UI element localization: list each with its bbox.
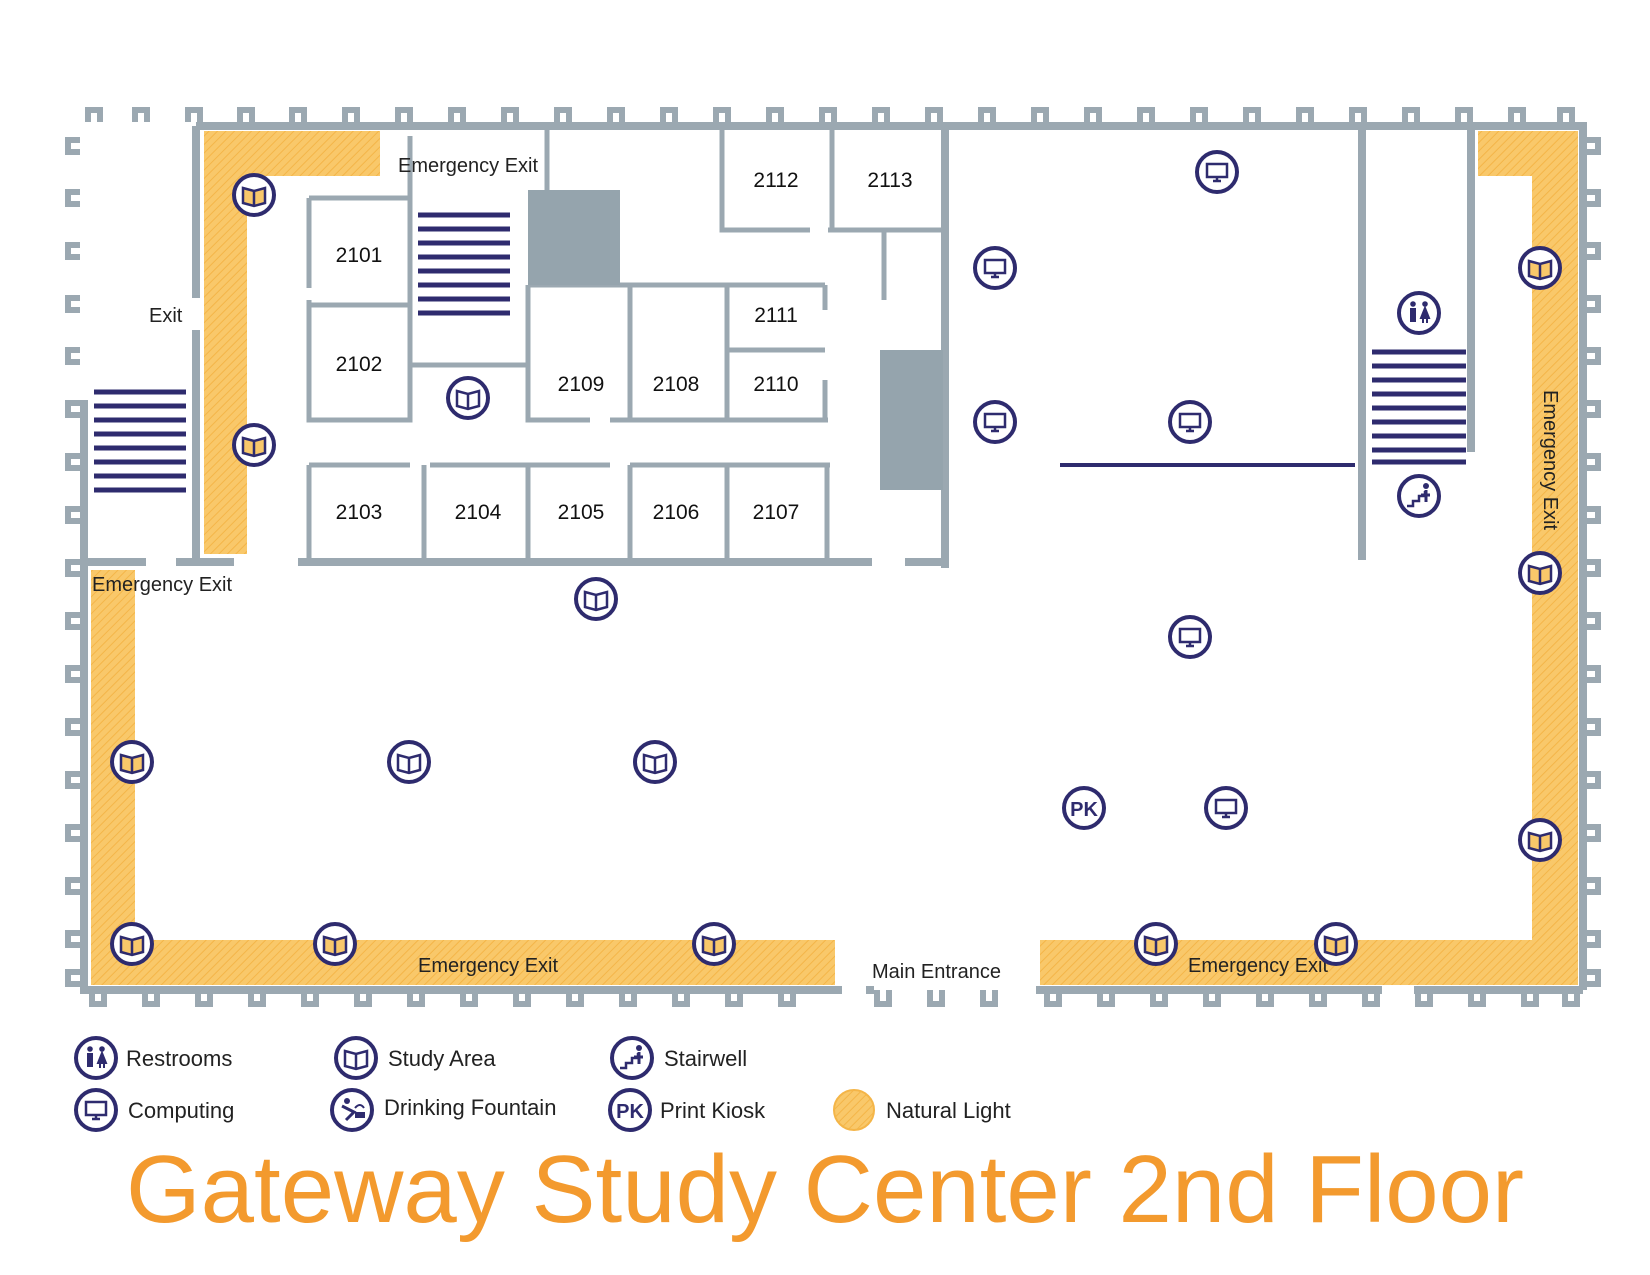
book-icon [313, 922, 357, 966]
page-title: Gateway Study Center 2nd Floor [125, 1136, 1525, 1243]
room-2113: 2113 [867, 169, 912, 192]
room-2104: 2104 [455, 501, 502, 524]
print-kiosk-icon: PK [1062, 786, 1106, 830]
natural-light-swatch [833, 1089, 875, 1131]
room-2111: 2111 [754, 304, 798, 327]
book-icon [1518, 246, 1562, 290]
service-block [880, 350, 943, 490]
computer-icon [973, 246, 1017, 290]
book-icon [110, 740, 154, 784]
room-2109: 2109 [558, 373, 605, 396]
book-icon [232, 173, 276, 217]
book-icon [1314, 922, 1358, 966]
computer-icon [1168, 615, 1212, 659]
print-kiosk-icon: PK [608, 1088, 652, 1132]
book-icon [692, 922, 736, 966]
legend-label: Stairwell [664, 1046, 747, 1071]
room-2112: 2112 [753, 169, 798, 192]
emergency-exit-label: Emergency Exit [398, 155, 538, 177]
natural-light-zones [91, 131, 1578, 985]
svg-text:PK: PK [1070, 799, 1098, 821]
room-2102: 2102 [336, 353, 383, 376]
drinking-fountain-icon [330, 1088, 374, 1132]
book-icon [387, 740, 431, 784]
legend-item-restrooms: Restrooms [74, 1036, 232, 1080]
exit-labels: Exit Emergency Exit Emergency Exit Emerg… [92, 155, 1561, 983]
emergency-exit-label: Emergency Exit [1539, 390, 1561, 530]
room-2103: 2103 [336, 501, 383, 524]
stairwell [94, 389, 186, 493]
natural-light-zone [1040, 131, 1578, 985]
computer-icon [973, 400, 1017, 444]
emergency-exit-label: Emergency Exit [1188, 955, 1328, 977]
outer-windows [65, 107, 1601, 1007]
book-icon [574, 577, 618, 621]
legend-item-stairwell: Stairwell [610, 1036, 747, 1080]
service-block [528, 190, 620, 285]
book-icon [334, 1036, 378, 1080]
legend-label: Natural Light [886, 1098, 1011, 1123]
legend-item-natural-light: Natural Light [833, 1089, 1011, 1131]
book-icon [110, 922, 154, 966]
natural-light-zone [91, 570, 835, 985]
legend-label: Print Kiosk [660, 1098, 766, 1123]
computer-icon [1195, 150, 1239, 194]
legend-item-study-area: Study Area [334, 1036, 496, 1080]
room-2105: 2105 [558, 501, 605, 524]
svg-text:PK: PK [616, 1101, 644, 1123]
restrooms-icon [74, 1036, 118, 1080]
room-labels: 2101 2102 2103 2104 2105 2106 2107 2108 … [336, 169, 913, 524]
walls [80, 122, 1587, 994]
stairwell [1372, 349, 1466, 465]
legend-item-drinking-fountain: Drinking Fountain [330, 1088, 556, 1132]
legend-item-computing: Computing [74, 1088, 234, 1132]
stairwell [418, 212, 510, 316]
natural-light-zone [204, 131, 380, 554]
stairwell-icon [1397, 474, 1441, 518]
book-icon [446, 376, 490, 420]
book-icon [1518, 818, 1562, 862]
legend-label: Computing [128, 1098, 234, 1123]
interior-walls [306, 130, 945, 562]
main-entrance-label: Main Entrance [872, 961, 1001, 983]
room-2106: 2106 [653, 501, 700, 524]
room-2101: 2101 [336, 244, 383, 267]
room-2107: 2107 [753, 501, 800, 524]
legend-item-print-kiosk: PK Print Kiosk [608, 1088, 766, 1132]
map-icons: PK [110, 150, 1562, 966]
stairwell-icon [610, 1036, 654, 1080]
legend: Restrooms Computing Study Area [74, 1036, 1011, 1132]
emergency-exit-label: Emergency Exit [92, 574, 232, 596]
book-icon [232, 423, 276, 467]
book-icon [633, 740, 677, 784]
computer-icon [1168, 400, 1212, 444]
legend-label: Study Area [388, 1046, 496, 1071]
restrooms-icon [1397, 291, 1441, 335]
room-2108: 2108 [653, 373, 700, 396]
legend-label: Restrooms [126, 1046, 232, 1071]
legend-label: Drinking Fountain [384, 1095, 556, 1120]
book-icon [1134, 922, 1178, 966]
book-icon [1518, 551, 1562, 595]
emergency-exit-label: Emergency Exit [418, 955, 558, 977]
exit-label: Exit [149, 305, 183, 327]
computer-icon [74, 1088, 118, 1132]
room-2110: 2110 [753, 373, 798, 396]
computer-icon [1204, 786, 1248, 830]
